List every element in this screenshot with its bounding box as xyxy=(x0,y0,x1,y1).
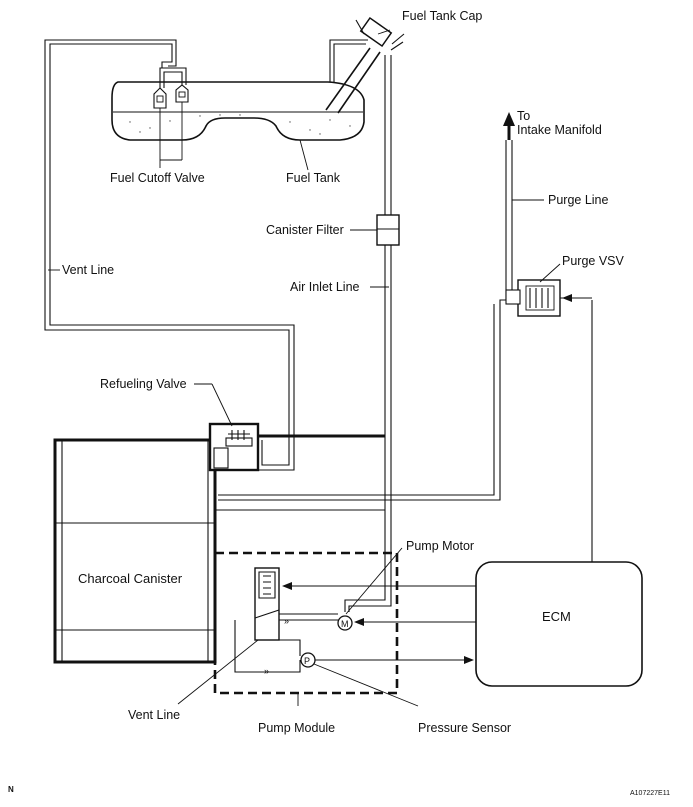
air-inlet-line-pipe xyxy=(344,41,404,612)
pressure-symbol: P xyxy=(304,656,310,666)
label-ecm: ECM xyxy=(542,609,571,624)
label-canister-filter: Canister Filter xyxy=(266,223,344,237)
purge-vsv xyxy=(505,279,592,317)
vent-line-pipe xyxy=(44,39,368,471)
svg-text:»: » xyxy=(264,666,269,676)
label-to: To xyxy=(517,109,530,123)
label-purge-line: Purge Line xyxy=(548,193,609,207)
vsv-signal-line xyxy=(562,294,593,562)
label-vent-line-lower: Vent Line xyxy=(128,708,180,722)
label-fuel-tank: Fuel Tank xyxy=(286,171,341,185)
label-charcoal-canister: Charcoal Canister xyxy=(78,571,183,586)
label-refueling-valve: Refueling Valve xyxy=(100,377,187,391)
fuel-liquid-pattern xyxy=(129,114,351,135)
motor-symbol: M xyxy=(341,619,349,629)
fuel-cutoff-valves xyxy=(153,67,189,109)
ecm-box xyxy=(475,561,643,687)
canister-connections xyxy=(215,434,385,511)
label-intake-manifold: Intake Manifold xyxy=(517,123,602,137)
label-fuel-cutoff-valve: Fuel Cutoff Valve xyxy=(110,171,205,185)
label-purge-vsv: Purge VSV xyxy=(562,254,625,268)
fuel-tank-cap xyxy=(355,16,405,48)
filler-neck xyxy=(325,47,381,114)
purge-line-pipe xyxy=(218,112,515,501)
label-pump-module: Pump Module xyxy=(258,721,335,735)
canister-filter xyxy=(376,214,400,246)
label-air-inlet-line: Air Inlet Line xyxy=(290,280,360,294)
label-vent-line-upper: Vent Line xyxy=(62,263,114,277)
charcoal-canister xyxy=(53,438,217,664)
intake-arrow-icon xyxy=(503,112,515,126)
fuel-tank xyxy=(111,81,365,141)
pump-motor: M xyxy=(337,615,353,631)
label-pressure-sensor: Pressure Sensor xyxy=(418,721,511,735)
refueling-valve xyxy=(208,422,260,472)
ecm-signal-lines xyxy=(282,582,476,664)
pump-module: » » xyxy=(213,551,399,695)
pressure-sensor-symbol: P xyxy=(300,652,316,668)
label-fuel-tank-cap: Fuel Tank Cap xyxy=(402,9,482,23)
corner-code-right: A107227E11 xyxy=(630,790,670,797)
svg-text:»: » xyxy=(284,616,289,626)
label-pump-motor: Pump Motor xyxy=(406,539,474,553)
leader-lines xyxy=(48,29,561,707)
corner-code-left: N xyxy=(8,785,14,794)
